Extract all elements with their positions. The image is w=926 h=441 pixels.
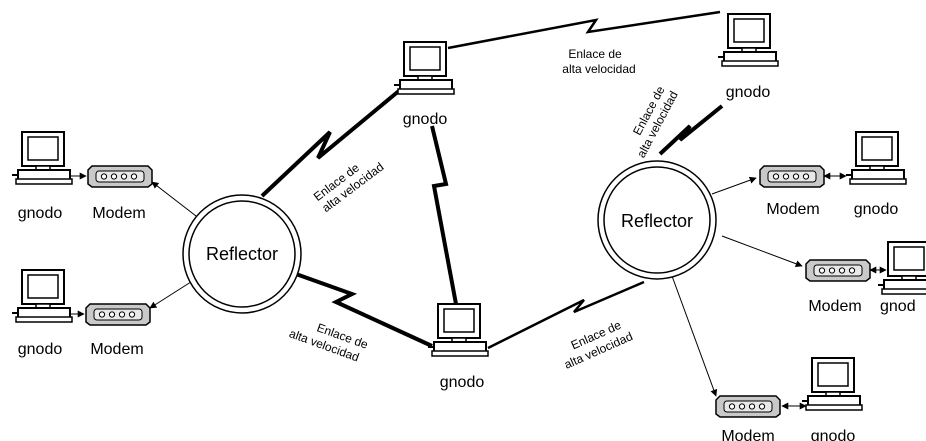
modem-label-right-3: Modem <box>721 428 774 441</box>
node-label-bottom-center: gnodo <box>440 374 485 391</box>
link-label-top-line-2: alta velocidad <box>562 62 635 76</box>
link-label-right-bottom: Enlace de alta velocidad <box>562 318 635 372</box>
reflector-left-label: Reflector <box>206 244 278 264</box>
modem-icon <box>87 165 153 188</box>
link-label-left-mid: Enlace de alta velocidad <box>311 160 386 215</box>
node-label-left-top: gnodo <box>18 205 63 222</box>
computer-icon <box>801 357 863 411</box>
high-speed-links <box>260 10 724 350</box>
link-label-top: Enlace de alta velocidad <box>562 47 635 76</box>
computer-icon <box>11 131 73 185</box>
link-label-right-diag: Enlace de alta velocidad <box>630 84 681 160</box>
node-label-right-2: gnod <box>880 298 916 315</box>
computer-icon <box>11 269 73 323</box>
modem-icon <box>805 259 871 282</box>
link-top <box>447 10 721 50</box>
node-label-top-right: gnodo <box>726 84 771 101</box>
link-vertical <box>430 125 458 305</box>
node-label-top-center: gnodo <box>403 111 448 128</box>
node-label-right-1: gnodo <box>854 201 899 218</box>
link-right-bottom <box>487 280 645 350</box>
modem-label-right-1: Modem <box>766 201 819 218</box>
modem-icon <box>715 395 781 418</box>
reflector-right-label: Reflector <box>621 211 693 231</box>
link-label-top-line-1: Enlace de <box>568 47 622 61</box>
node-label-left-bottom: gnodo <box>18 341 63 358</box>
link-left-bottom <box>295 272 433 348</box>
link-left-mid <box>260 88 402 198</box>
node-label-right-3: gnodo <box>811 428 856 441</box>
computer-icon <box>877 241 926 295</box>
modem-label-left-top: Modem <box>92 205 145 222</box>
link-right-diag <box>658 104 724 156</box>
computer-icon <box>845 131 907 185</box>
modem-icon <box>85 303 151 326</box>
computer-icon <box>427 303 489 357</box>
reflector-left: Reflector <box>182 194 302 314</box>
computer-icon <box>717 13 779 67</box>
modem-label-right-2: Modem <box>808 298 861 315</box>
link-label-left-bottom: Enlace de alta velocidad <box>287 320 370 364</box>
computer-icon <box>393 41 455 95</box>
reflector-right: Reflector <box>597 160 717 280</box>
modem-label-left-bottom: Modem <box>90 341 143 358</box>
modem-icon <box>759 165 825 188</box>
thin-connections <box>68 172 887 410</box>
